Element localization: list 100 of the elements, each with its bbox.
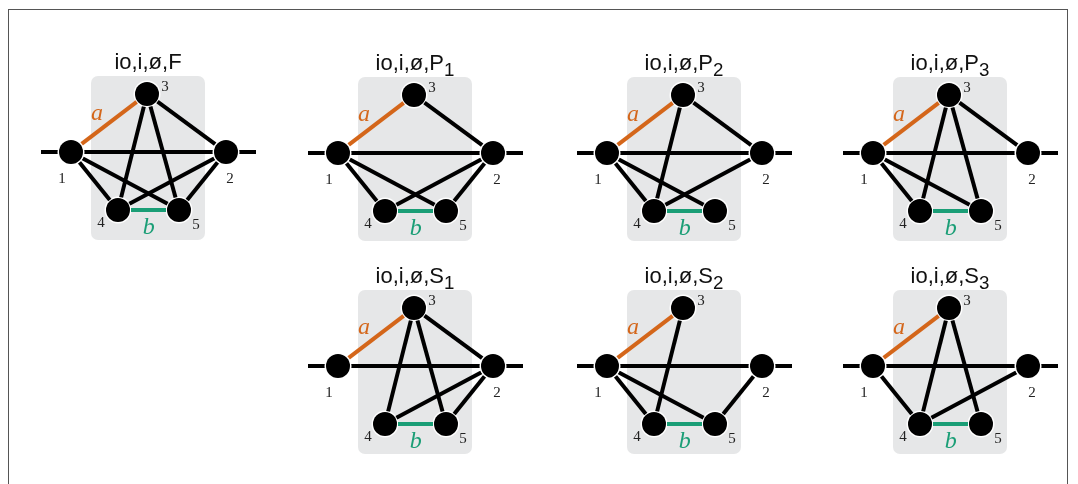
graph-vertex xyxy=(861,141,885,165)
vertex-number: 2 xyxy=(1028,171,1036,187)
vertex-number: 5 xyxy=(459,430,467,446)
graph-edge xyxy=(344,161,379,203)
graph-vertex xyxy=(703,412,727,436)
edge-label: a xyxy=(627,314,640,339)
graph-edge xyxy=(506,364,523,368)
graph-vertex xyxy=(671,83,695,107)
vertex-number: 2 xyxy=(493,171,501,187)
graph-vertex xyxy=(434,412,458,436)
vertex-number: 1 xyxy=(594,171,602,187)
graph-edge xyxy=(308,151,325,155)
graph-edge xyxy=(1041,364,1058,368)
edge-label: b xyxy=(678,215,691,239)
vertex-number: 5 xyxy=(728,430,736,446)
graph-edge xyxy=(721,374,756,416)
graph-edge xyxy=(950,320,980,412)
vertex-number: 3 xyxy=(161,78,169,94)
graph-edge xyxy=(77,160,112,202)
graph-vertex xyxy=(969,412,993,436)
graph-edge xyxy=(156,100,217,146)
graph-edge xyxy=(1041,151,1058,155)
graph-edge xyxy=(239,150,256,154)
labeled-edge xyxy=(347,101,405,147)
graph-edge xyxy=(620,364,749,368)
edge-label: b xyxy=(142,214,155,238)
edge-label: a xyxy=(358,314,371,339)
graph-vertex xyxy=(167,198,191,222)
graph-vertex xyxy=(1016,354,1040,378)
graph-edge xyxy=(843,364,860,368)
edge-label: b xyxy=(678,428,691,452)
vertex-number: 4 xyxy=(364,215,372,231)
graph-edge xyxy=(395,370,483,420)
labeled-edge xyxy=(398,209,433,213)
graph-vertex xyxy=(59,140,83,164)
labeled-edge xyxy=(882,101,940,147)
graph-edge xyxy=(950,107,980,199)
vertex-number: 2 xyxy=(493,384,501,400)
vertex-number: 4 xyxy=(633,428,641,444)
graph-edge xyxy=(81,156,169,206)
graph-edge xyxy=(843,151,860,155)
graph-vertex xyxy=(642,199,666,223)
graph-edge xyxy=(930,370,1018,420)
graph-vertex xyxy=(642,412,666,436)
panel-title: io,i,ø,S$_{2}$ xyxy=(644,262,724,288)
graph-edge xyxy=(617,370,705,420)
vertex-number: 3 xyxy=(697,292,705,308)
graph-vertex xyxy=(106,198,130,222)
graph-edge xyxy=(921,107,948,199)
edge-label: b xyxy=(944,428,957,452)
graph-edge xyxy=(613,161,648,203)
graph-edge xyxy=(879,374,914,416)
vertex-number: 5 xyxy=(459,217,467,233)
vertex-number: 1 xyxy=(325,384,333,400)
vertex-number: 4 xyxy=(899,428,907,444)
graph-vertex xyxy=(434,199,458,223)
graph-edge xyxy=(351,364,480,368)
vertex-number: 4 xyxy=(97,214,105,230)
graph-edge xyxy=(620,151,749,155)
graph-edge xyxy=(879,161,914,203)
graph-vertex xyxy=(402,83,426,107)
graph-edge xyxy=(886,364,1015,368)
vertex-number: 5 xyxy=(728,217,736,233)
graph-edge xyxy=(348,157,436,207)
graph-edge xyxy=(506,151,523,155)
graph-edge xyxy=(577,151,594,155)
vertex-number: 1 xyxy=(860,384,868,400)
graph-edge xyxy=(415,320,445,412)
vertex-number: 2 xyxy=(1028,384,1036,400)
vertex-number: 2 xyxy=(762,384,770,400)
labeled-edge xyxy=(667,422,702,426)
graph-edge xyxy=(395,157,483,207)
graph-vertex xyxy=(326,354,350,378)
graph-vertex xyxy=(750,141,774,165)
vertex-number: 1 xyxy=(325,171,333,187)
labeled-edge xyxy=(933,422,968,426)
graph-vertex xyxy=(937,296,961,320)
graph-edge xyxy=(351,151,480,155)
graph-vertex xyxy=(703,199,727,223)
graph-edge xyxy=(577,364,594,368)
graph-vertex xyxy=(481,141,505,165)
graph-vertex xyxy=(969,199,993,223)
graph-edge xyxy=(655,320,682,412)
edge-label: a xyxy=(358,101,371,126)
vertex-number: 2 xyxy=(226,170,234,186)
panel-title: io,i,ø,S$_{1}$ xyxy=(375,262,455,288)
graph-vertex xyxy=(373,199,397,223)
graph-edge xyxy=(452,161,487,203)
edge-label: b xyxy=(409,428,422,452)
graph-edge xyxy=(423,314,484,360)
vertex-number: 1 xyxy=(860,171,868,187)
graph-vertex xyxy=(135,82,159,106)
panel-title: io,i,ø,S$_{3}$ xyxy=(910,262,990,288)
graph-vertex xyxy=(481,354,505,378)
vertex-number: 3 xyxy=(428,79,436,95)
vertex-number: 4 xyxy=(364,428,372,444)
edge-label: b xyxy=(944,215,957,239)
graph-vertex xyxy=(326,141,350,165)
graph-edge xyxy=(84,150,213,154)
panel-title: io,i,ø,P$_{3}$ xyxy=(910,49,990,75)
